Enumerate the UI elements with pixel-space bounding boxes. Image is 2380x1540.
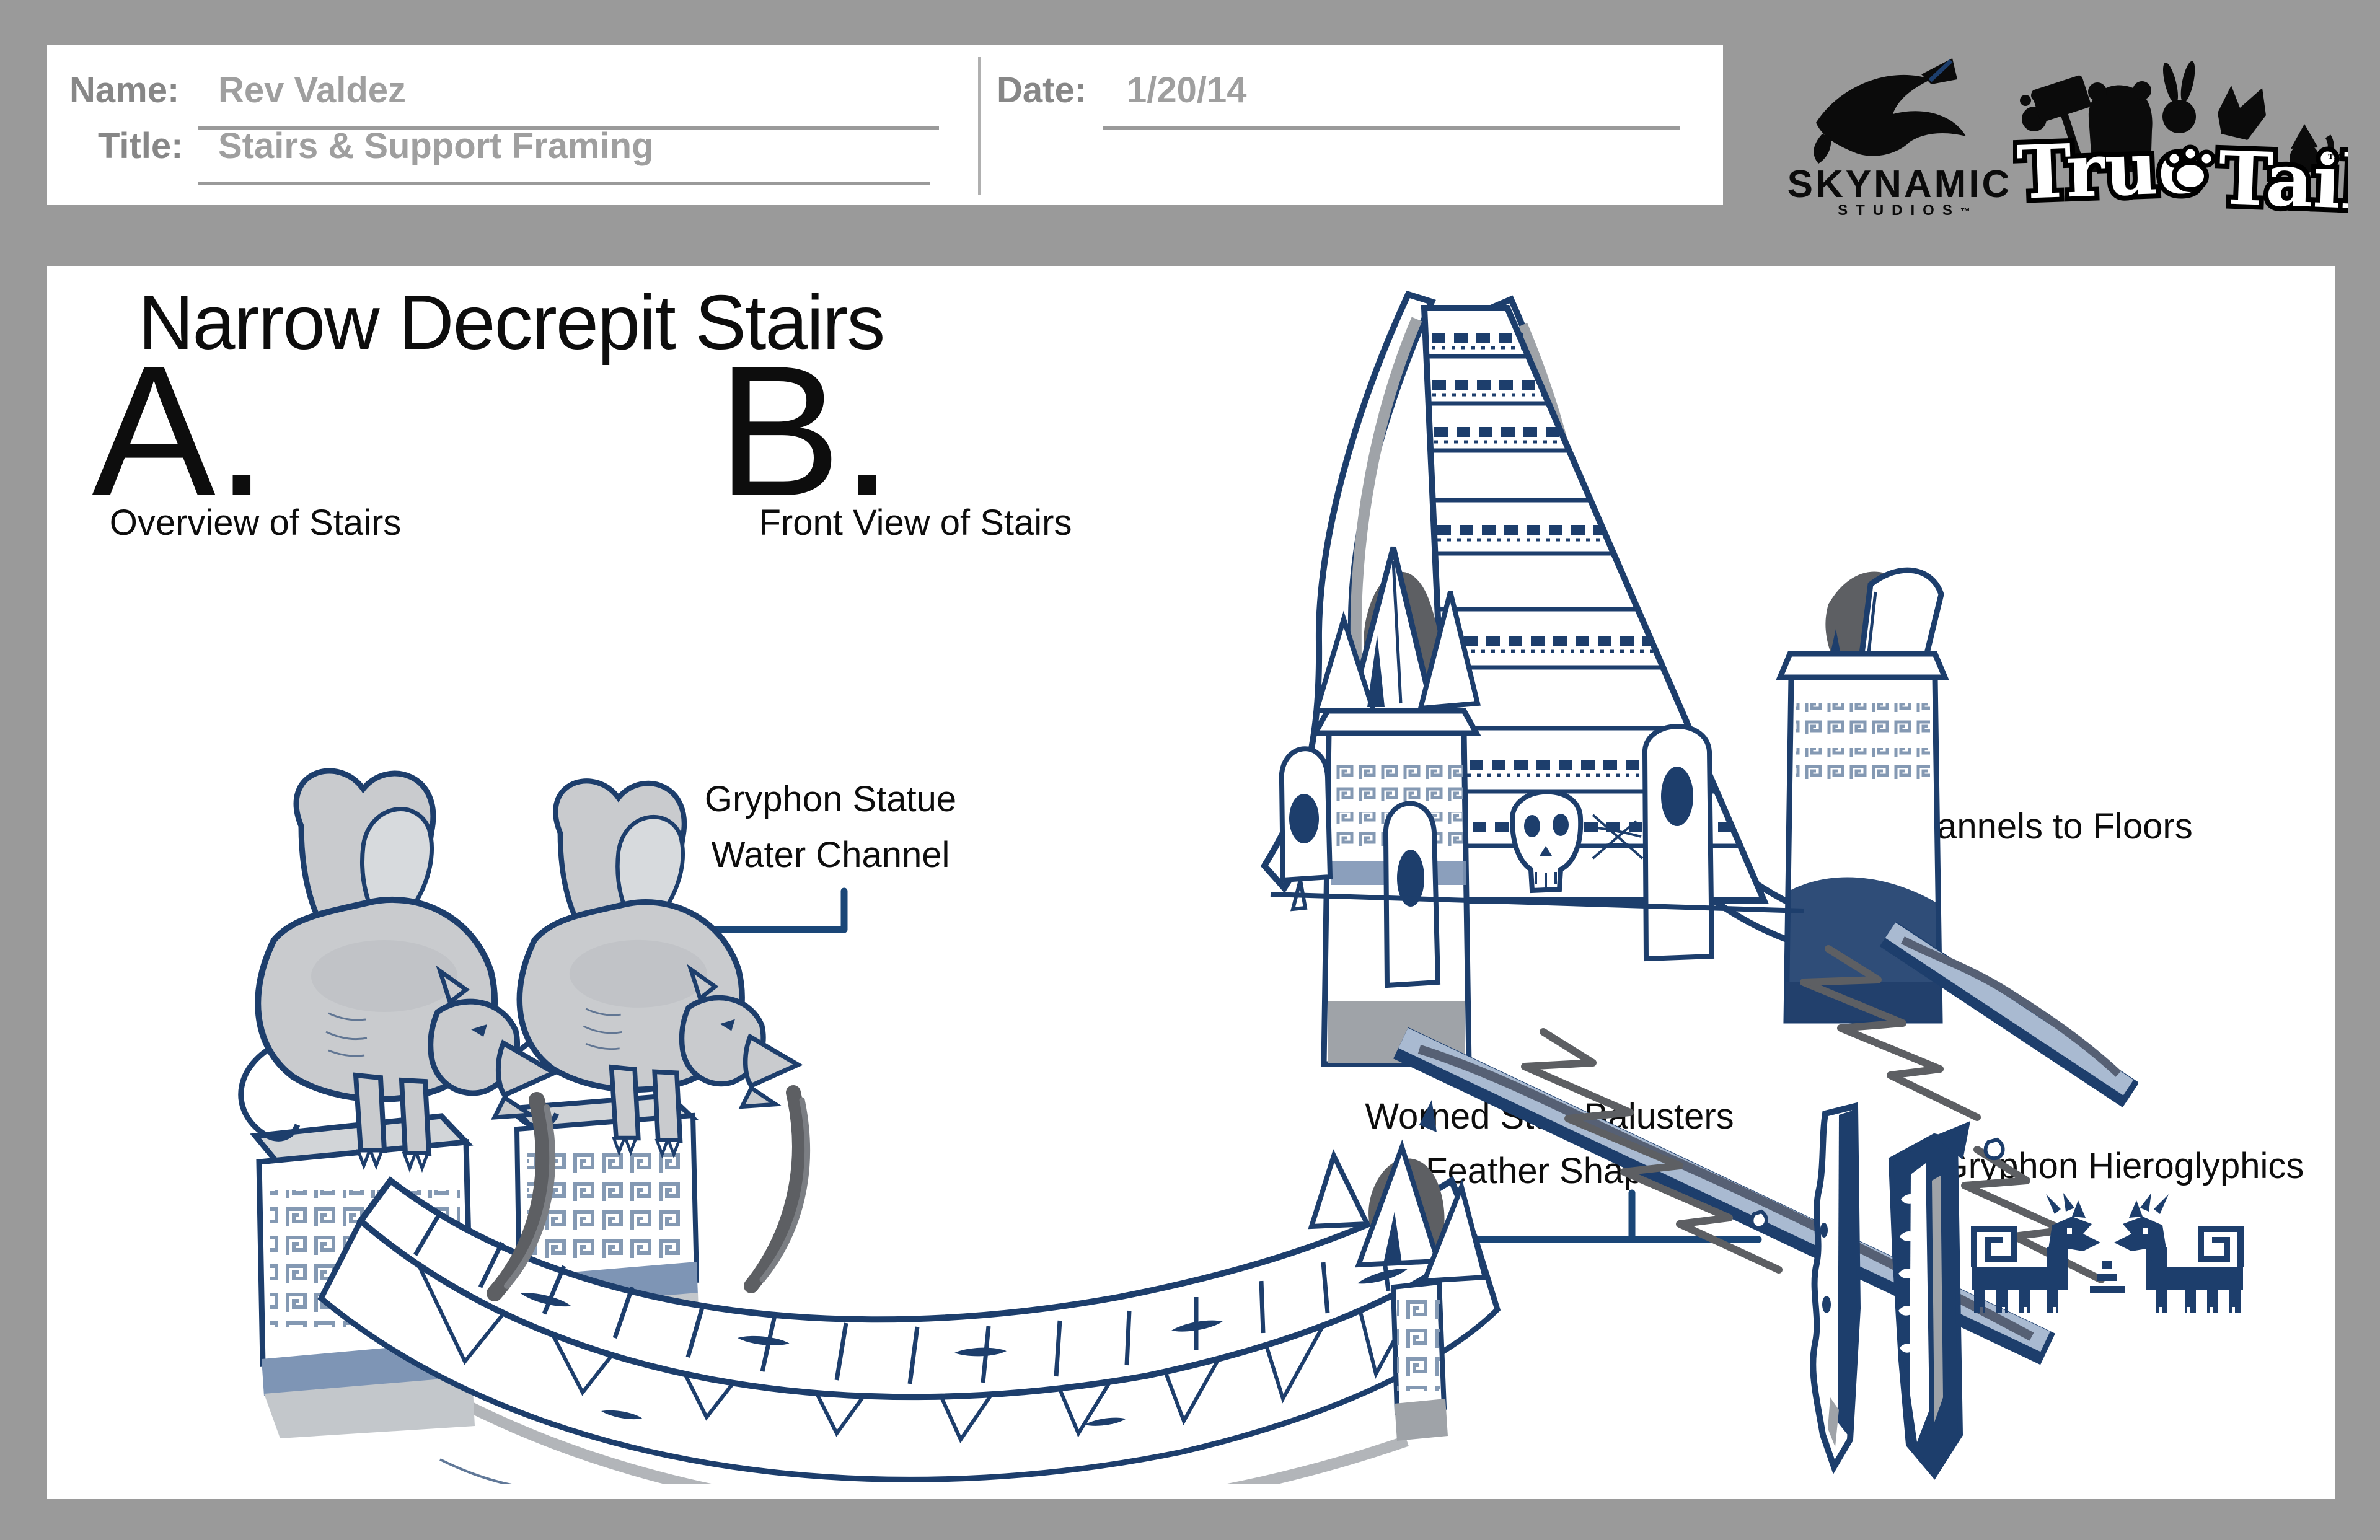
true-tail-logo: True Tail ™ [2013, 61, 2348, 226]
page-title: Narrow Decrepit Stairs [138, 280, 885, 366]
title-block-divider [978, 57, 981, 195]
detail-gryphon-hieroglyphics [1962, 1193, 2253, 1323]
illustration-overview-of-stairs [93, 753, 1501, 1484]
illustration-front-view-of-stairs [1260, 290, 2138, 1365]
baluster-right [1888, 1121, 1970, 1480]
date-value: 1/20/14 [1127, 70, 1247, 110]
detail-worn-balusters [1810, 1102, 1970, 1480]
title-block [47, 45, 1723, 205]
skynamic-logo-studios: STUDIOS™ [1838, 202, 1970, 219]
water-channel-upper [1879, 921, 2138, 1108]
paw-print-icon [2165, 144, 2216, 192]
section-letter-a: A. [92, 327, 268, 535]
name-underline [198, 126, 939, 130]
title-underline [198, 182, 930, 185]
right-pillar [1776, 567, 1949, 1024]
annotation-gryphon-statue-line1: Gryphon Statue [704, 779, 957, 819]
stair-end-balusters [1308, 1100, 1489, 1441]
sheet-title-value: Stairs & Support Framing [218, 126, 654, 166]
svg-text:Tail: Tail [2217, 134, 2348, 226]
sheet-title-label: Title: [98, 126, 183, 166]
annotation-gryphon-statue-line2: Water Channel [711, 835, 950, 875]
date-underline [1103, 126, 1680, 130]
skynamic-logo-wordmark: SKYNAMIC [1787, 163, 2012, 206]
svg-text:™: ™ [2326, 151, 2345, 172]
name-label: Name: [69, 70, 180, 110]
section-letter-b: B. [717, 327, 893, 535]
section-caption-b: Front View of Stairs [759, 503, 1072, 543]
name-value: Rev Valdez [218, 70, 407, 110]
baluster-left [1810, 1102, 1861, 1474]
skynamic-logo-bird-icon [1814, 58, 1966, 164]
hieroglyph-altar [2090, 1261, 2125, 1293]
section-caption-a: Overview of Stairs [109, 503, 402, 543]
date-label: Date: [997, 70, 1087, 110]
